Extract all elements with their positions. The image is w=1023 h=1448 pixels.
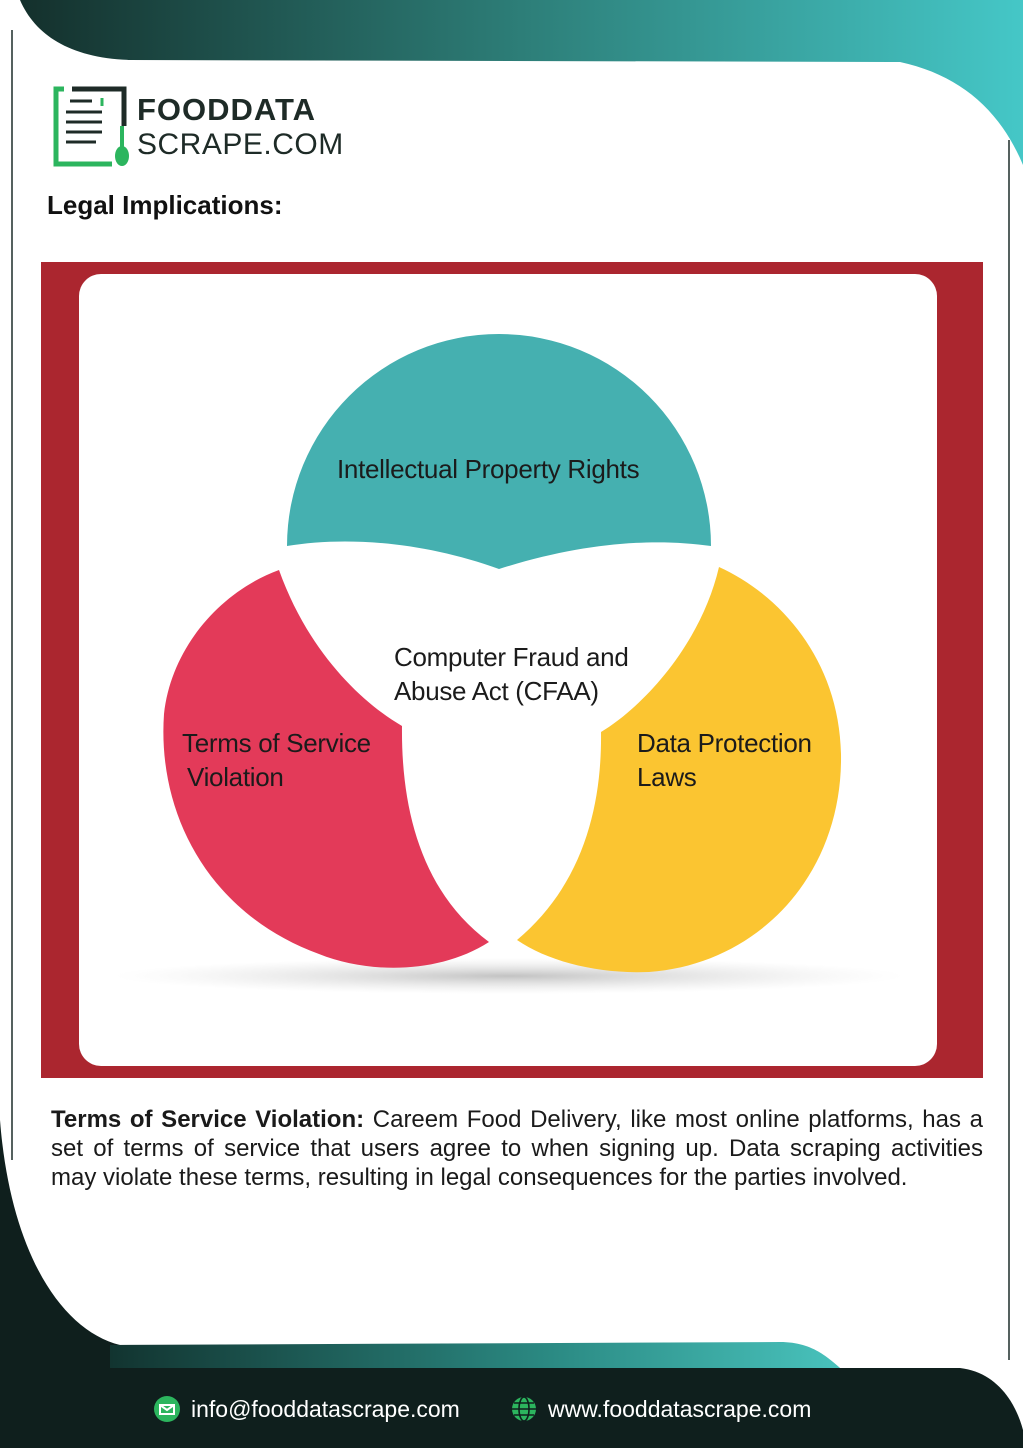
menu-list-logo-icon — [53, 86, 129, 167]
venn-shadow — [114, 958, 904, 994]
label-tos-line1: Terms of Service — [182, 728, 371, 758]
label-data-protection-line1: Data Protection — [637, 728, 812, 758]
label-data-protection-line2: Laws — [637, 762, 697, 792]
paragraph-text: Careem Food Delivery, like most online p… — [51, 1106, 983, 1191]
diagram-frame: Intellectual Property Rights Computer Fr… — [41, 262, 983, 1078]
paragraph-lead: Terms of Service Violation: — [51, 1106, 365, 1133]
globe-icon — [512, 1396, 536, 1422]
venn-circle-left — [163, 570, 490, 968]
body-paragraph: Terms of Service Violation: Careem Food … — [51, 1105, 983, 1192]
footer-email-text: info@fooddatascrape.com — [191, 1395, 460, 1422]
label-cfaa-line1: Computer Fraud and — [394, 642, 629, 672]
logo-wordmark-top: FOODDATA — [137, 92, 317, 127]
footer-website-text: www.fooddatascrape.com — [548, 1395, 812, 1422]
section-title: Legal Implications: — [47, 190, 283, 220]
footer-email[interactable]: info@fooddatascrape.com — [153, 1394, 460, 1424]
logo-wordmark-bottom: SCRAPE.COM — [137, 128, 344, 161]
email-icon — [154, 1396, 180, 1422]
venn-circle-top — [287, 334, 711, 569]
diagram-card: Intellectual Property Rights Computer Fr… — [79, 274, 937, 1066]
label-cfaa-line2: Abuse Act (CFAA) — [394, 676, 599, 706]
footer-website[interactable]: www.fooddatascrape.com — [510, 1394, 811, 1424]
label-tos-line2: Violation — [187, 762, 284, 792]
venn-diagram — [114, 334, 904, 994]
venn-circle-right — [517, 567, 842, 973]
brand-logo: FOODDATA SCRAPE.COM — [52, 86, 352, 170]
label-intellectual-property: Intellectual Property Rights — [337, 454, 640, 484]
